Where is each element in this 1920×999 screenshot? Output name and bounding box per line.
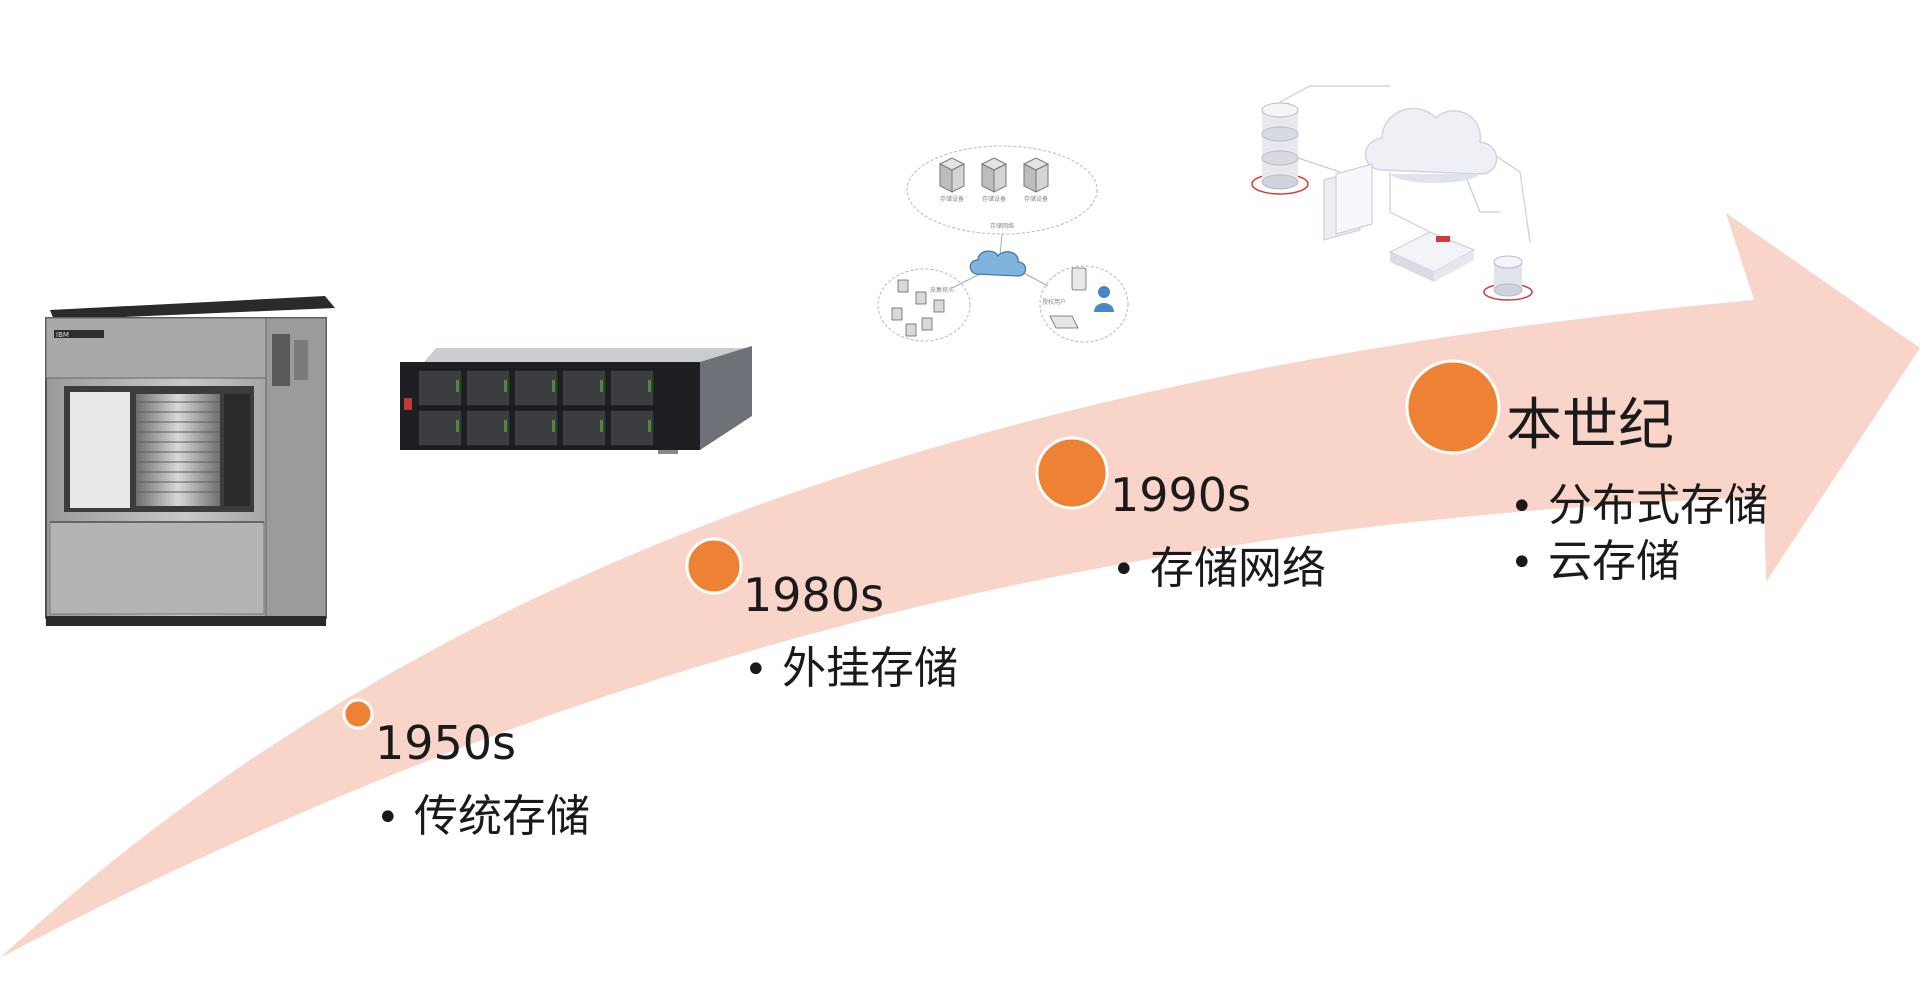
milestone-item-now-2: 云存储 bbox=[1510, 540, 1680, 584]
milestone-item-1990s: 存储网络 bbox=[1112, 547, 1326, 591]
milestone-item-1950s: 传统存储 bbox=[376, 795, 590, 839]
milestone-label-now: 本世纪 bbox=[1506, 393, 1674, 458]
cloud-storage-isometric-icon bbox=[1251, 85, 1533, 301]
milestone-dot-1980s bbox=[685, 537, 743, 595]
milestone-label-1980s: 1980s bbox=[743, 568, 885, 622]
ibm-mainframe-drive-icon: IBM bbox=[45, 296, 335, 626]
net-label-device-3: 存储设备 bbox=[1024, 195, 1048, 203]
laptop-icon bbox=[1049, 315, 1079, 329]
user-icon bbox=[1094, 286, 1114, 312]
milestone-item-1980s: 外挂存储 bbox=[744, 647, 958, 691]
rack-storage-array-icon bbox=[400, 346, 752, 454]
net-label-network: 存储网络 bbox=[990, 222, 1014, 230]
storage-tray-icon bbox=[1388, 231, 1476, 282]
database-small-icon bbox=[1483, 255, 1533, 301]
cloud-icon bbox=[1364, 107, 1498, 183]
milestone-item-now-1: 分布式存储 bbox=[1510, 484, 1768, 528]
milestone-dot-1990s bbox=[1035, 436, 1109, 510]
milestone-label-1990s: 1990s bbox=[1110, 468, 1252, 522]
net-label-device-1: 存储设备 bbox=[940, 195, 964, 203]
database-icon bbox=[1251, 102, 1309, 195]
net-label-sensors: 采集探头 bbox=[930, 286, 954, 294]
net-label-device-2: 存储设备 bbox=[982, 195, 1006, 203]
network-cloud-icon bbox=[969, 250, 1027, 277]
milestone-label-1950s: 1950s bbox=[375, 716, 517, 770]
phone-icon bbox=[1071, 267, 1087, 291]
milestone-dot-1950s bbox=[342, 698, 374, 730]
storage-device-icons bbox=[938, 157, 1050, 193]
storage-network-diagram-icon: 存储设备 存储设备 存储设备 存储网络 采集探头 授权用 bbox=[877, 145, 1129, 343]
ibm-brand-text: IBM bbox=[56, 331, 69, 339]
net-label-users: 授权用户 bbox=[1042, 298, 1066, 306]
server-panel-icon bbox=[1323, 163, 1373, 241]
milestone-dot-now bbox=[1405, 359, 1501, 455]
